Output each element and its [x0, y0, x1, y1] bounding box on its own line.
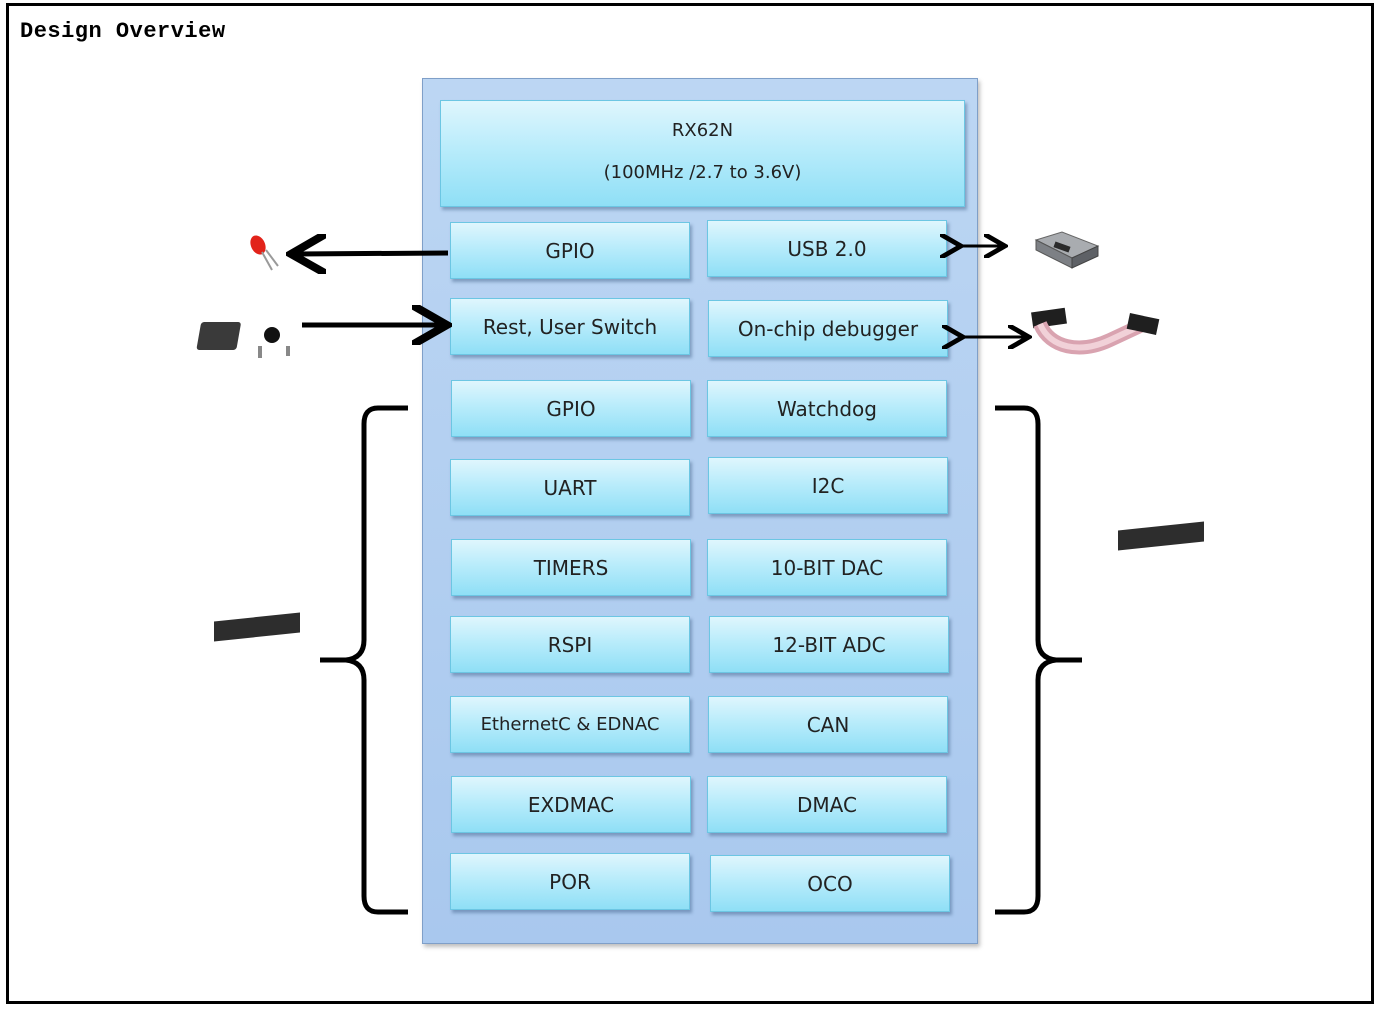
- block-gpio-output: GPIO: [450, 222, 690, 279]
- block-gpio: GPIO: [451, 380, 691, 437]
- block-oco: OCO: [710, 855, 950, 912]
- push-button-icon: [196, 322, 290, 358]
- left-brace: [320, 405, 408, 915]
- ribbon-cable-icon: [1031, 307, 1160, 355]
- block-dmac: DMAC: [707, 776, 947, 833]
- block-watchdog: Watchdog: [707, 380, 947, 437]
- block-can: CAN: [708, 696, 948, 753]
- block-i2c: I2C: [708, 457, 948, 514]
- led-icon: [250, 235, 279, 271]
- core-spec: (100MHz /2.7 to 3.6V): [603, 162, 802, 184]
- block-dac: 10-BIT DAC: [707, 539, 947, 596]
- pin-header-icon: [1118, 521, 1204, 690]
- page-title: Design Overview: [20, 19, 226, 44]
- right-brace: [995, 405, 1082, 915]
- block-adc: 12-BIT ADC: [709, 616, 949, 673]
- usb-connector-icon: [1034, 231, 1100, 269]
- core-name: RX62N: [671, 119, 734, 141]
- block-exdmac: EXDMAC: [451, 776, 691, 833]
- block-user-switch: Rest, User Switch: [450, 298, 690, 355]
- core-block: RX62N (100MHz /2.7 to 3.6V): [440, 100, 965, 207]
- block-rspi: RSPI: [450, 616, 690, 673]
- block-uart: UART: [450, 459, 690, 516]
- arrow-gpio-to-led: [296, 253, 449, 254]
- pin-header-icon: [214, 612, 300, 686]
- block-timers: TIMERS: [451, 539, 691, 596]
- block-usb: USB 2.0: [707, 220, 947, 277]
- block-ethernet: EthernetC & EDNAC: [450, 696, 690, 753]
- block-por: POR: [450, 853, 690, 910]
